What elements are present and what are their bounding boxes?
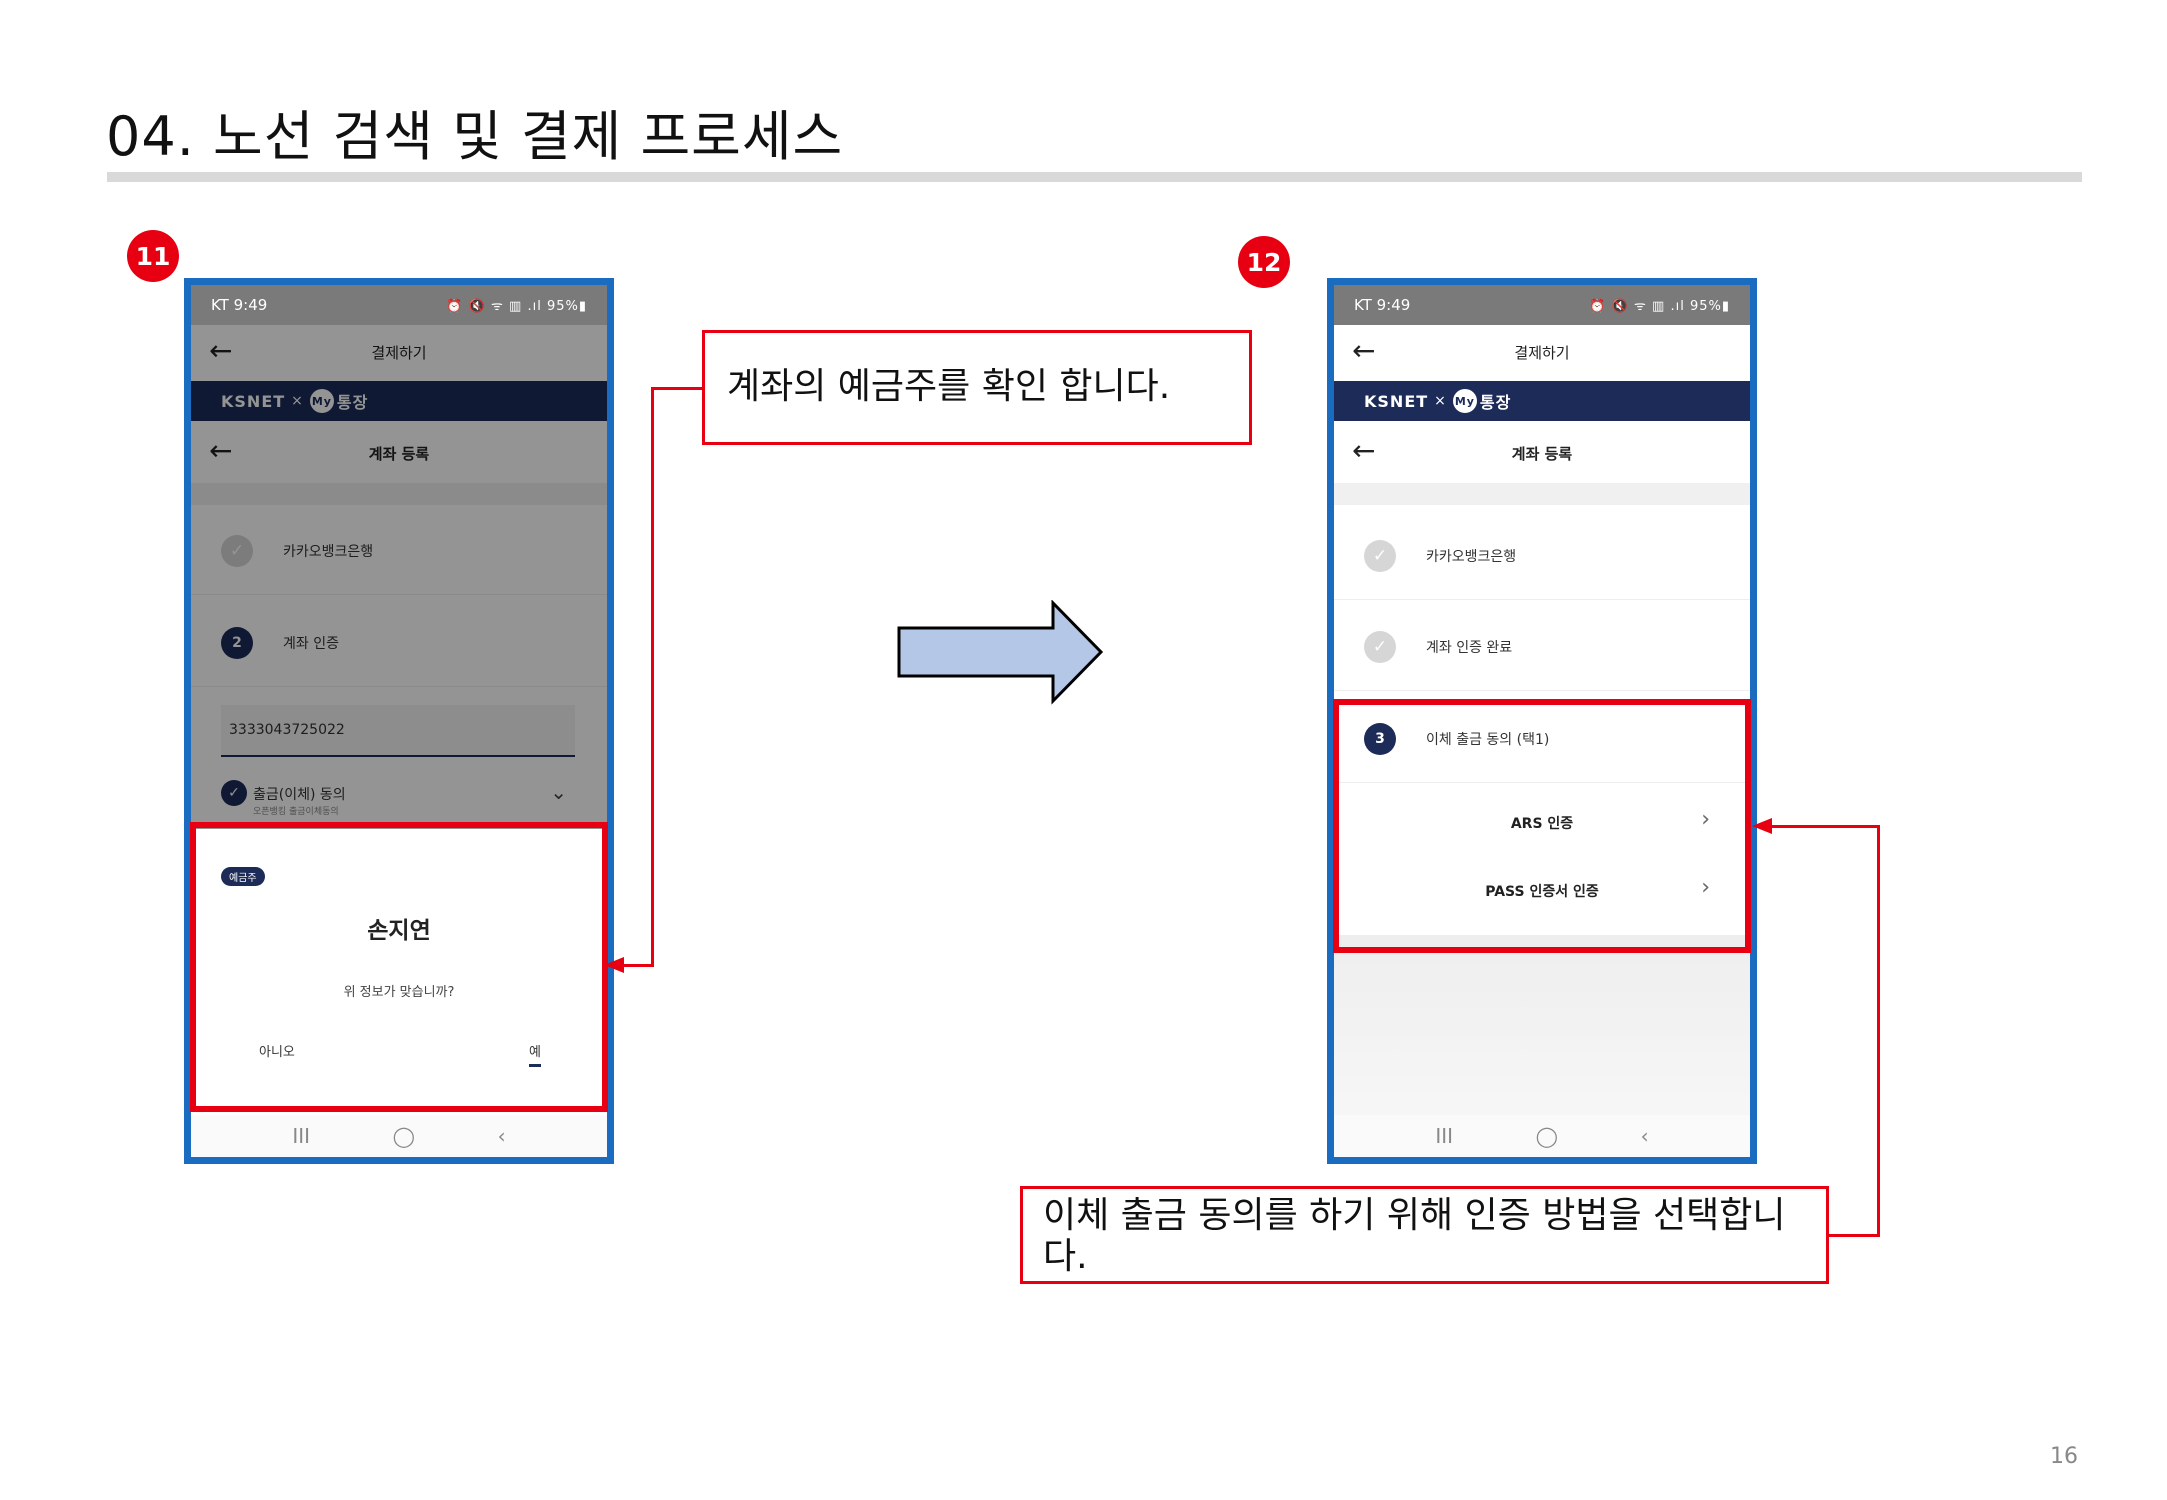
arrow-left-icon[interactable]: ← bbox=[209, 434, 233, 467]
brand-my-logo: My bbox=[309, 389, 334, 413]
account-holder-sheet: 예금주 손지연 위 정보가 맞습니까? 아니오 예 bbox=[191, 829, 607, 1115]
connector-line bbox=[1768, 825, 1880, 828]
recent-apps-icon[interactable]: III bbox=[1435, 1124, 1454, 1148]
check-icon: ✓ bbox=[1364, 631, 1396, 663]
sub-header: ← 계좌 등록 bbox=[1334, 421, 1750, 483]
step-row-bank[interactable]: ✓ 카카오뱅크은행 bbox=[1334, 510, 1750, 600]
step-row-bank[interactable]: ✓ 카카오뱅크은행 bbox=[191, 505, 607, 595]
phone-screen-11: KT 9:49 ⏰ 🔇 ᯤ ▥ .ıl 95%▮ ← 결제하기 KSNET × … bbox=[184, 278, 614, 1164]
auth-method-list: ARS 인증 › PASS 인증서 인증 › bbox=[1334, 783, 1750, 900]
status-icons: ⏰ 🔇 ᯤ ▥ .ıl 95%▮ bbox=[1589, 299, 1730, 314]
arrow-left-icon[interactable]: ← bbox=[209, 334, 233, 367]
auth-done-label: 계좌 인증 완료 bbox=[1426, 640, 1513, 656]
highlight-auth-methods bbox=[1333, 699, 1751, 953]
phone-screen-12: KT 9:49 ⏰ 🔇 ᯤ ▥ .ıl 95%▮ ← 결제하기 KSNET × … bbox=[1327, 278, 1757, 1164]
carrier-time: KT 9:49 bbox=[1354, 296, 1411, 314]
consent-label: 출금(이체) 동의 bbox=[253, 787, 346, 803]
callout-text: 계좌의 예금주를 확인 합니다. bbox=[727, 366, 1171, 407]
account-number-input[interactable]: 3333043725022 bbox=[221, 705, 575, 757]
arrow-left-icon[interactable]: ← bbox=[1352, 434, 1376, 467]
sub-header-title: 계좌 등록 bbox=[368, 445, 430, 463]
home-icon[interactable]: ◯ bbox=[1535, 1124, 1559, 1148]
home-icon[interactable]: ◯ bbox=[392, 1124, 416, 1148]
connector-arrowhead bbox=[604, 957, 624, 973]
brand-my-logo: My bbox=[1452, 389, 1477, 413]
step-badge-12: 12 bbox=[1238, 236, 1290, 288]
status-bar: KT 9:49 ⏰ 🔇 ᯤ ▥ .ıl 95%▮ bbox=[1334, 285, 1750, 325]
android-nav-bar: III ◯ ‹ bbox=[191, 1115, 607, 1157]
header-title: 결제하기 bbox=[1514, 344, 1570, 362]
yes-button[interactable]: 예 bbox=[529, 1041, 541, 1067]
header-title: 결제하기 bbox=[371, 344, 427, 362]
arrow-left-icon[interactable]: ← bbox=[1352, 334, 1376, 367]
gray-band bbox=[1334, 483, 1750, 505]
step-label: 이체 출금 동의 (택1) bbox=[1426, 732, 1550, 748]
pass-auth-button[interactable]: PASS 인증서 인증 › bbox=[1334, 871, 1750, 911]
brand-tongjang: 통장 bbox=[336, 393, 369, 412]
recent-apps-icon[interactable]: III bbox=[292, 1124, 311, 1148]
brand-ksnet: KSNET bbox=[221, 391, 286, 411]
connector-line bbox=[620, 964, 654, 967]
title-rule bbox=[107, 172, 2082, 182]
sub-header-title: 계좌 등록 bbox=[1511, 445, 1573, 463]
carrier-time: KT 9:49 bbox=[211, 296, 268, 314]
brand-x: × bbox=[291, 393, 304, 409]
brand-bar: KSNET × My 통장 bbox=[1334, 381, 1750, 421]
ars-auth-button[interactable]: ARS 인증 › bbox=[1334, 803, 1750, 843]
connector-arrowhead bbox=[1752, 818, 1772, 834]
consent-sub: 오픈뱅킹 출금이체동의 bbox=[253, 807, 339, 817]
step-row-auth[interactable]: 2 계좌 인증 bbox=[191, 597, 607, 687]
step-number-badge: 3 bbox=[1364, 723, 1396, 755]
connector-line bbox=[651, 387, 704, 390]
brand-x: × bbox=[1434, 393, 1447, 409]
status-bar: KT 9:49 ⏰ 🔇 ᯤ ▥ .ıl 95%▮ bbox=[191, 285, 607, 325]
brand-tongjang: 통장 bbox=[1479, 393, 1512, 412]
chevron-down-icon[interactable]: ⌄ bbox=[550, 780, 567, 804]
status-icons: ⏰ 🔇 ᯤ ▥ .ıl 95%▮ bbox=[446, 299, 587, 314]
brand-bar: KSNET × My 통장 bbox=[191, 381, 607, 421]
step-label: 계좌 인증 bbox=[283, 636, 339, 652]
connector-line bbox=[1827, 1234, 1880, 1237]
check-icon[interactable]: ✓ bbox=[221, 780, 247, 806]
check-icon: ✓ bbox=[1364, 540, 1396, 572]
holder-tag: 예금주 bbox=[221, 867, 265, 886]
consent-row[interactable]: ✓ 출금(이체) 동의 오픈뱅킹 출금이체동의 ⌄ bbox=[221, 780, 575, 817]
bank-name: 카카오뱅크은행 bbox=[283, 544, 374, 560]
method-label: PASS 인증서 인증 bbox=[1485, 884, 1599, 900]
step-badge-11: 11 bbox=[127, 230, 179, 282]
bank-name: 카카오뱅크은행 bbox=[1426, 549, 1517, 565]
sub-header: ← 계좌 등록 bbox=[191, 421, 607, 483]
connector-line bbox=[1877, 825, 1880, 1237]
android-nav-bar: III ◯ ‹ bbox=[1334, 1115, 1750, 1157]
callout-text: 이체 출금 동의를 하기 위해 인증 방법을 선택합니다. bbox=[1043, 1195, 1786, 1278]
callout-auth-method: 이체 출금 동의를 하기 위해 인증 방법을 선택합니다. bbox=[1020, 1186, 1829, 1284]
app-header: ← 결제하기 bbox=[191, 325, 607, 381]
callout-account-holder: 계좌의 예금주를 확인 합니다. bbox=[702, 330, 1252, 445]
right-arrow-icon bbox=[897, 600, 1104, 705]
no-button[interactable]: 아니오 bbox=[259, 1045, 295, 1060]
chevron-right-icon: › bbox=[1701, 807, 1710, 832]
app-header: ← 결제하기 bbox=[1334, 325, 1750, 381]
empty-area bbox=[1334, 935, 1750, 1129]
step-row-consent[interactable]: 3 이체 출금 동의 (택1) bbox=[1334, 693, 1750, 783]
step-row-auth-done[interactable]: ✓ 계좌 인증 완료 bbox=[1334, 601, 1750, 691]
page-number: 16 bbox=[2050, 1444, 2078, 1469]
method-label: ARS 인증 bbox=[1510, 816, 1574, 832]
confirm-question: 위 정보가 맞습니까? bbox=[343, 985, 455, 1000]
nav-back-icon[interactable]: ‹ bbox=[497, 1124, 506, 1148]
nav-back-icon[interactable]: ‹ bbox=[1640, 1124, 1649, 1148]
highlight-account-holder bbox=[190, 822, 608, 1112]
holder-name: 손지연 bbox=[367, 918, 431, 944]
brand-ksnet: KSNET bbox=[1364, 391, 1429, 411]
step-number-badge: 2 bbox=[221, 627, 253, 659]
gray-band bbox=[191, 483, 607, 505]
slide-title: 04. 노선 검색 및 결제 프로세스 bbox=[106, 105, 844, 168]
chevron-right-icon: › bbox=[1701, 875, 1710, 900]
check-icon: ✓ bbox=[221, 535, 253, 567]
connector-line bbox=[651, 387, 654, 967]
